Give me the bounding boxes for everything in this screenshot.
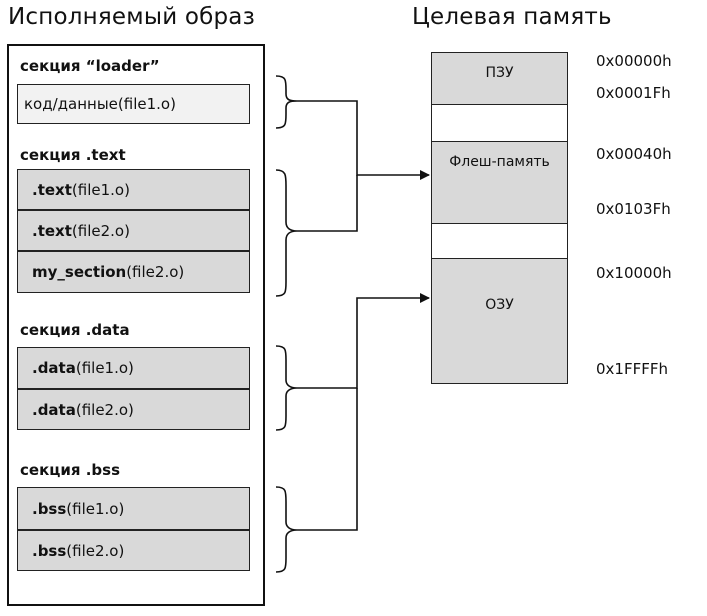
brace-text bbox=[275, 169, 298, 297]
loader-item-name: код/данные(file1.o) bbox=[24, 95, 176, 113]
text-item-3: my_section (file2.o) bbox=[17, 251, 250, 293]
bss-item-2: .bss (file2.o) bbox=[17, 530, 250, 571]
line-text-to-flash bbox=[297, 175, 358, 232]
memory-flash-block: Флеш-память bbox=[431, 141, 568, 225]
arrow-data-to-ram bbox=[297, 293, 430, 389]
text-item-1-file: (file1.o) bbox=[71, 180, 130, 199]
bss-item-2-file: (file2.o) bbox=[66, 541, 125, 560]
memory-rom-block: ПЗУ bbox=[431, 52, 568, 106]
executable-image-frame bbox=[7, 44, 265, 606]
text-item-1-name: .text bbox=[32, 180, 72, 199]
address-label-6: 0x1FFFFh bbox=[596, 360, 668, 378]
bss-item-2-name: .bss bbox=[32, 541, 67, 560]
address-label-3: 0x00040h bbox=[596, 145, 672, 163]
brace-loader bbox=[275, 75, 298, 129]
line-bss-to-ram bbox=[297, 388, 358, 531]
text-item-2: .text (file2.o) bbox=[17, 210, 250, 251]
text-item-3-name: my_section bbox=[32, 263, 127, 281]
data-item-1: .data (file1.o) bbox=[17, 347, 250, 389]
data-item-1-file: (file1.o) bbox=[75, 359, 134, 377]
address-label-4: 0x0103Fh bbox=[596, 200, 671, 218]
section-loader-label: секция “loader” bbox=[20, 57, 160, 75]
data-item-2-file: (file2.o) bbox=[75, 400, 134, 419]
bss-item-1: .bss (file1.o) bbox=[17, 487, 250, 530]
text-item-2-file: (file2.o) bbox=[71, 221, 130, 240]
memory-rom-label: ПЗУ bbox=[485, 65, 514, 81]
section-bss-label: секция .bss bbox=[20, 461, 121, 479]
brace-bss bbox=[275, 486, 298, 573]
text-item-1: .text (file1.o) bbox=[17, 169, 250, 210]
data-item-1-name: .data bbox=[32, 359, 76, 377]
bss-item-1-name: .bss bbox=[32, 499, 67, 518]
bss-item-1-file: (file1.o) bbox=[66, 499, 125, 518]
memory-ram-label: ОЗУ bbox=[485, 297, 514, 313]
section-text-label: секция .text bbox=[20, 146, 126, 164]
text-item-2-name: .text bbox=[32, 221, 72, 240]
loader-item: код/данные(file1.o) bbox=[17, 84, 250, 124]
section-data-label: секция .data bbox=[20, 321, 130, 339]
brace-data bbox=[275, 345, 298, 431]
executable-image-title: Исполняемый образ bbox=[8, 4, 256, 30]
data-item-2-name: .data bbox=[32, 400, 76, 419]
memory-gap-block-2 bbox=[431, 223, 568, 260]
data-item-2: .data (file2.o) bbox=[17, 389, 250, 430]
arrow-loader-to-flash bbox=[297, 100, 430, 180]
target-memory-title: Целевая память bbox=[412, 4, 612, 30]
memory-ram-block: ОЗУ bbox=[431, 258, 568, 384]
memory-flash-label: Флеш-память bbox=[449, 154, 550, 170]
address-label-1: 0x00000h bbox=[596, 52, 672, 70]
address-label-5: 0x10000h bbox=[596, 264, 672, 282]
address-label-2: 0x0001Fh bbox=[596, 84, 671, 102]
text-item-3-file: (file2.o) bbox=[126, 263, 185, 281]
